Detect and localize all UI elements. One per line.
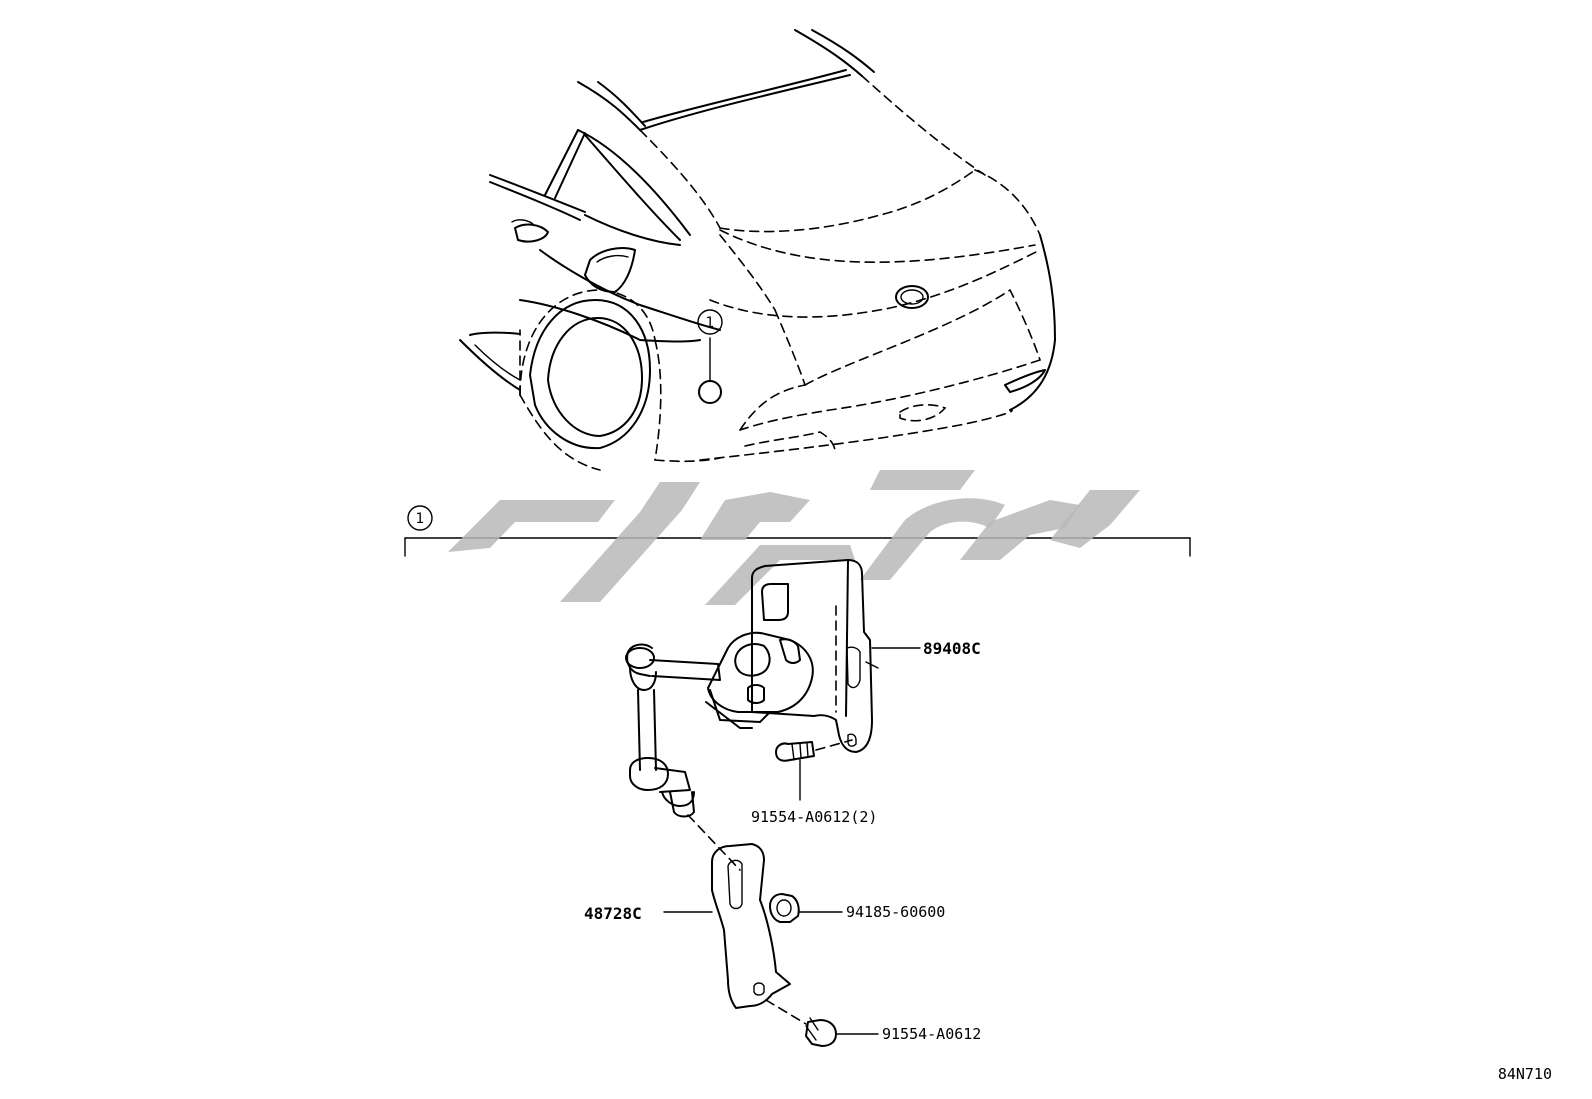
bolt-upper: [775, 739, 853, 801]
bolt-lower: [805, 1017, 879, 1047]
part-label-91554-A0612-2: 91554-A0612(2): [751, 808, 877, 826]
nut: [769, 893, 843, 923]
watermark-logo: [448, 470, 1140, 605]
lower-bolt-dashed-line: [765, 999, 807, 1025]
lower-link-bracket: [663, 843, 791, 1009]
car-rear-illustration: 1: [459, 29, 1056, 471]
diagram-code: 84N710: [1498, 1065, 1552, 1083]
part-label-94185-60600: 94185-60600: [846, 903, 945, 921]
location-callout-number: 1: [706, 315, 715, 331]
part-label-91554-A0612: 91554-A0612: [882, 1025, 981, 1043]
part-label-48728C: 48728C: [584, 904, 642, 923]
height-sensor-bracket: [625, 559, 879, 818]
assembly-callout-number: 1: [416, 511, 425, 527]
part-label-89408C: 89408C: [923, 639, 981, 658]
